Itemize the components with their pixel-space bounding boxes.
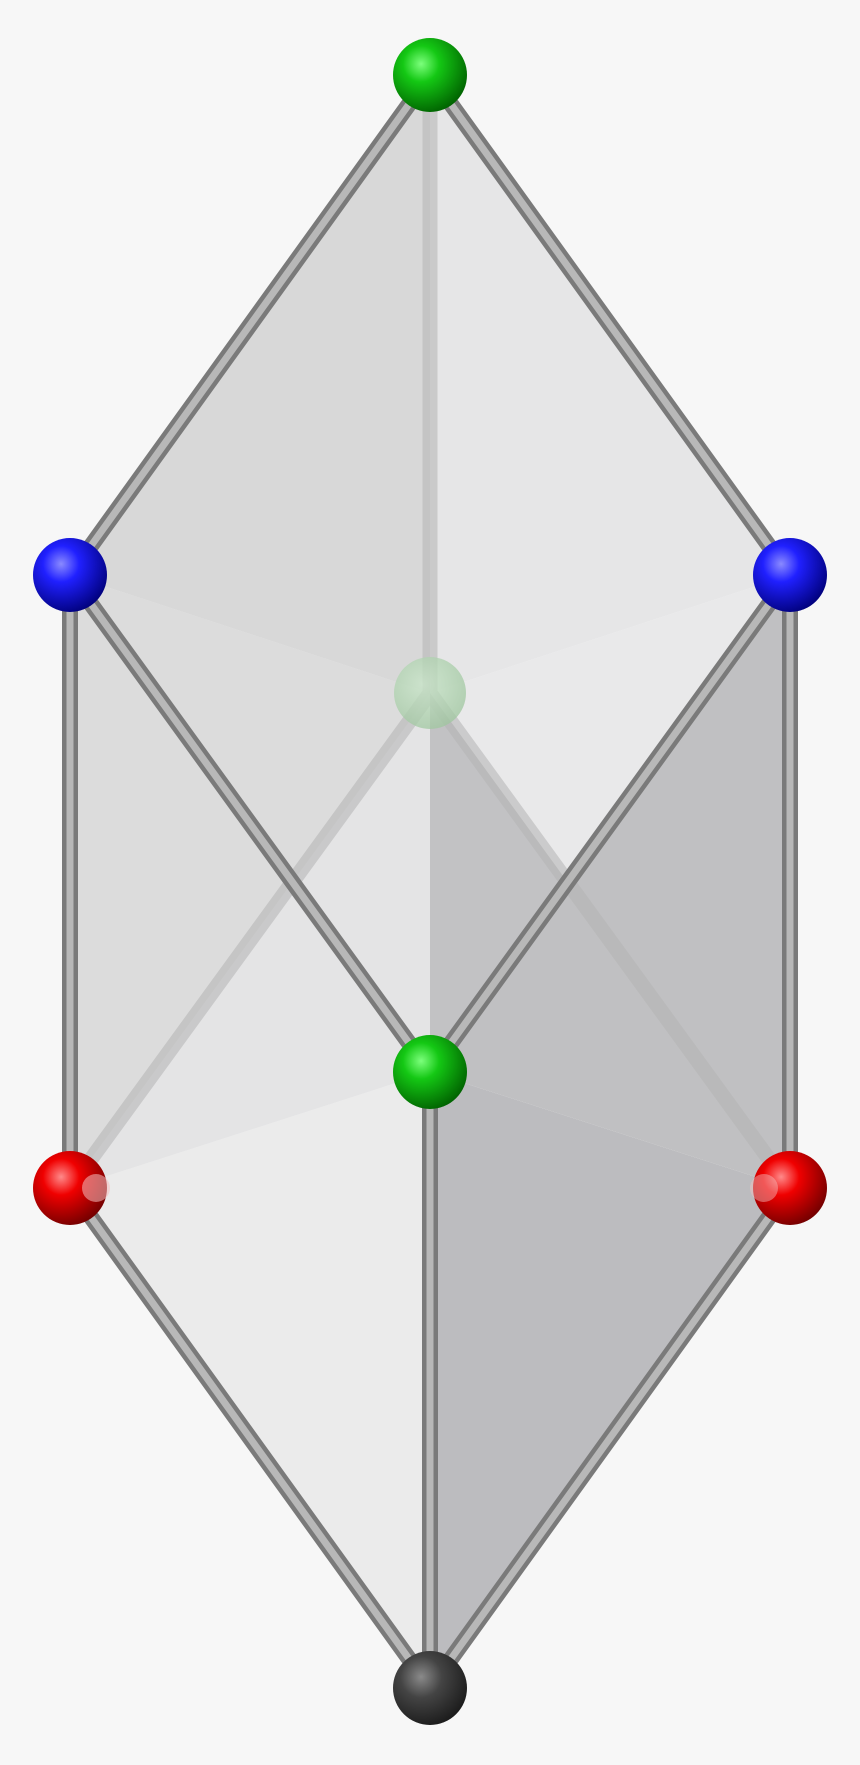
face-front-right xyxy=(430,1072,790,1688)
face-front-right-upper xyxy=(430,575,790,1188)
face-left-side xyxy=(70,575,430,1188)
face-back-upper-right xyxy=(430,75,790,693)
vertex-back-center-green-sphere-icon xyxy=(394,657,466,729)
vertices xyxy=(33,38,827,1725)
edge-back-left-lower xyxy=(62,685,438,1196)
visible-edges xyxy=(62,67,798,1696)
hidden-edges xyxy=(62,67,798,1196)
vertex-left-upper-blue-sphere-icon xyxy=(33,538,107,612)
vertex-top-green-sphere-icon xyxy=(393,38,467,112)
face-front-left xyxy=(70,1072,430,1688)
vertex-right-upper-blue-sphere-icon xyxy=(753,538,827,612)
vertex-right-lower-red-sphere-icon xyxy=(753,1151,827,1225)
face-back-upper-left xyxy=(70,75,430,693)
vertex-left-lower-red-sphere-icon xyxy=(33,1151,107,1225)
edge-back-right-lower xyxy=(422,685,798,1196)
vertex-bottom-dark-sphere-icon xyxy=(393,1651,467,1725)
vertex-front-center-green-sphere-icon xyxy=(393,1035,467,1109)
